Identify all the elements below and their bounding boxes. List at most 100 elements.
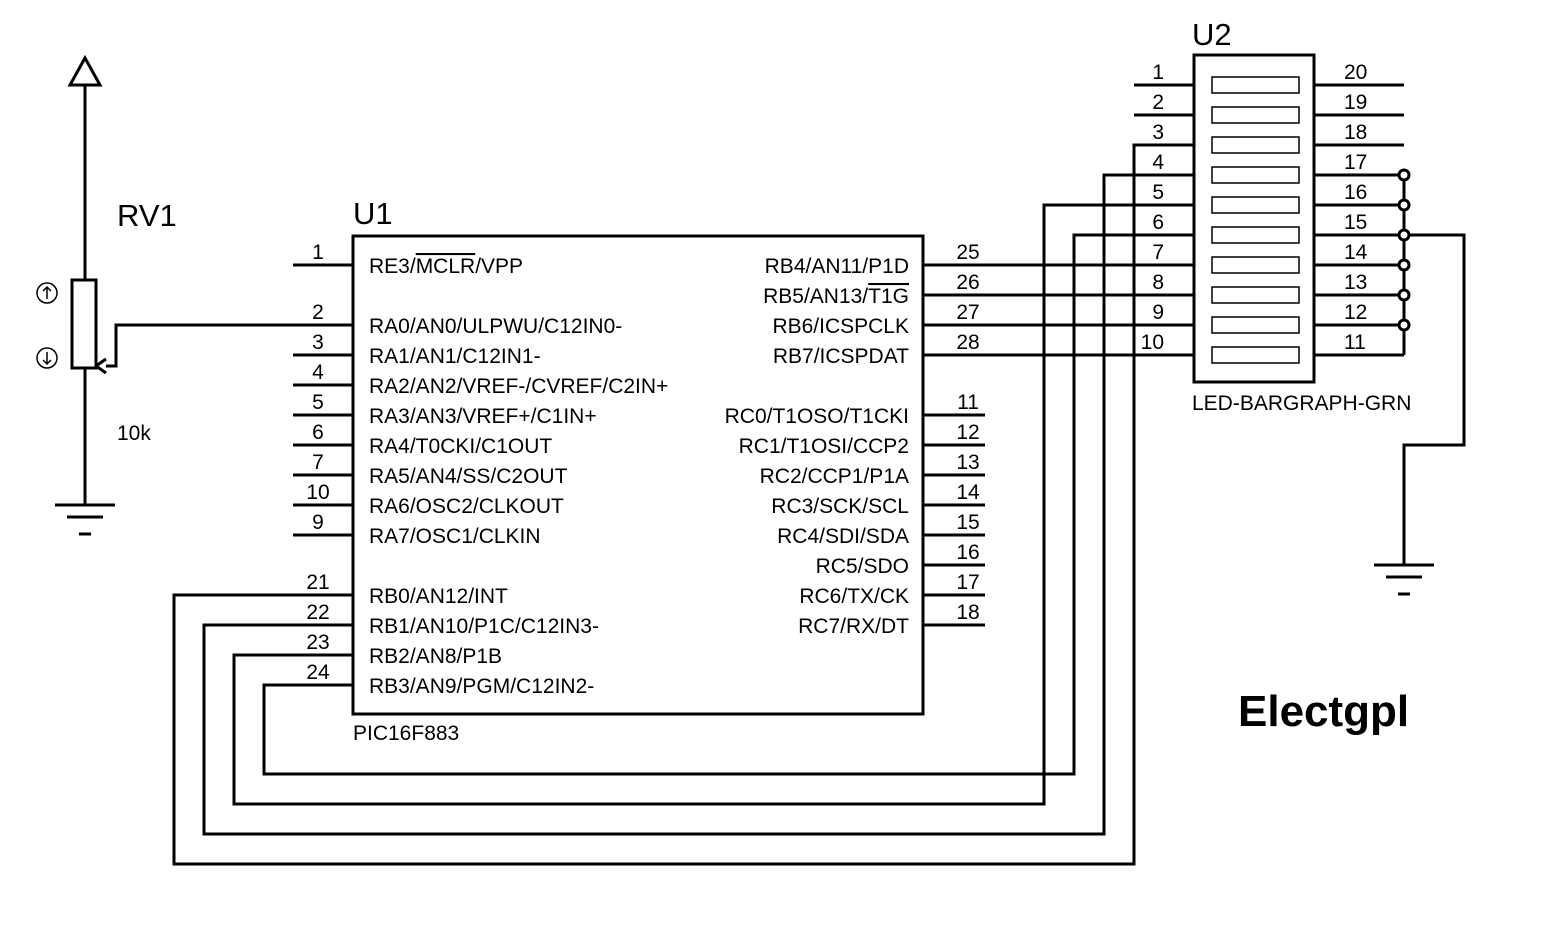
u1-pin-name: RB7/ICSPDAT	[773, 345, 909, 368]
u2-pin-number: 4	[1152, 151, 1164, 174]
u1-pin-name: RC4/SDI/SDA	[777, 525, 909, 548]
u2-common-bus	[1374, 168, 1466, 596]
led-segment	[1211, 76, 1300, 94]
u1-pin-number: 11	[957, 391, 979, 414]
u1-pin-number: 24	[306, 661, 330, 684]
led-segment	[1211, 256, 1300, 274]
pin-name-prefix: RE3/	[369, 255, 416, 278]
u1-pin-number: 22	[306, 601, 329, 624]
u1-pin-name: RB2/AN8/P1B	[369, 645, 502, 668]
brand-watermark: Electgpl	[1238, 687, 1409, 736]
ground-symbol-icon	[55, 503, 115, 536]
led-segment	[1211, 136, 1300, 154]
u1-pin-name: RA4/T0CKI/C1OUT	[369, 435, 552, 458]
u1-pin-name: RE3/MCLR/VPP	[369, 255, 523, 278]
u1-pin-name: RC2/CCP1/P1A	[760, 465, 909, 488]
led-segment	[1211, 346, 1300, 364]
wire-wiper-to-ra0	[106, 323, 353, 368]
u1-pin-name: RB3/AN9/PGM/C12IN2-	[369, 675, 594, 698]
u1-pin-name: RA2/AN2/VREF-/CVREF/C2IN+	[369, 375, 668, 398]
u1-left-pins: 1RE3/MCLR/VPP2RA0/AN0/ULPWU/C12IN0-3RA1/…	[293, 241, 668, 698]
u2-pin-number: 13	[1344, 271, 1367, 294]
u1-pin-number: 9	[312, 511, 324, 534]
decrease-arrow-icon	[36, 347, 58, 369]
wiper-arrow-icon	[95, 357, 107, 375]
junction-dot-icon	[1397, 168, 1411, 182]
u2-ref-label: U2	[1192, 17, 1232, 52]
junction-dot-icon	[1397, 318, 1411, 332]
pin-name-overbar: MCLR	[416, 255, 476, 278]
u1-pin-name: RC1/T1OSI/CCP2	[739, 435, 909, 458]
junction-dot-icon	[1397, 228, 1411, 242]
mcu-u1: U1 PIC16F883 1RE3/MCLR/VPP2RA0/AN0/ULPWU…	[293, 196, 985, 745]
u2-pin-number: 14	[1344, 241, 1368, 264]
u1-pin-number: 28	[956, 331, 979, 354]
u1-pin-name: RB4/AN11/P1D	[765, 255, 909, 278]
u1-pin-name: RA0/AN0/ULPWU/C12IN0-	[369, 315, 622, 338]
u1-pin-number: 16	[956, 541, 979, 564]
junction-dot-icon	[1397, 198, 1411, 212]
u1-pin-name: RA7/OSC1/CLKIN	[369, 525, 541, 548]
u2-part-label: LED-BARGRAPH-GRN	[1192, 392, 1411, 415]
u1-pin-number: 7	[312, 451, 324, 474]
led-segment	[1211, 196, 1300, 214]
u1-pin-number: 25	[956, 241, 979, 264]
rv1-ref-label: RV1	[117, 198, 177, 233]
u1-pin-number: 26	[956, 271, 979, 294]
led-segment	[1211, 166, 1300, 184]
u1-body	[351, 234, 925, 716]
u1-pin-name: RC3/SCK/SCL	[771, 495, 909, 518]
rv1-value-label: 10k	[117, 422, 151, 445]
u1-pin-name: RC0/T1OSO/T1CKI	[725, 405, 909, 428]
u2-pin-number: 16	[1344, 181, 1367, 204]
u2-pin-number: 12	[1344, 301, 1367, 324]
u1-pin-name: RB0/AN12/INT	[369, 585, 508, 608]
u1-pin-number: 10	[306, 481, 329, 504]
u2-pin-number: 17	[1344, 151, 1367, 174]
u1-pin-number: 23	[306, 631, 329, 654]
u1-pin-number: 17	[956, 571, 979, 594]
u1-pin-name: RA3/AN3/VREF+/C1IN+	[369, 405, 597, 428]
u1-pin-number: 4	[312, 361, 324, 384]
potentiometer-body	[70, 278, 98, 370]
u2-pin-number: 15	[1344, 211, 1367, 234]
u1-pin-name: RB1/AN10/P1C/C12IN3-	[369, 615, 599, 638]
u1-pin-name: RA6/OSC2/CLKOUT	[369, 495, 564, 518]
junction-dot-icon	[1397, 258, 1411, 272]
u1-pin-number: 27	[956, 301, 979, 324]
led-segment	[1211, 316, 1300, 334]
u1-pin-name: RB6/ICSPCLK	[772, 315, 909, 338]
u2-pin-number: 19	[1344, 91, 1367, 114]
u2-pin-number: 18	[1344, 121, 1367, 144]
led-segment	[1211, 106, 1300, 124]
u2-pin-number: 5	[1152, 181, 1164, 204]
u2-pin-number: 6	[1152, 211, 1164, 234]
u1-pin-number: 1	[312, 241, 324, 264]
u2-pin-number: 3	[1152, 121, 1164, 144]
u1-ref-label: U1	[353, 196, 393, 231]
u2-led-segments	[1211, 76, 1300, 364]
bus-rb0-rb3	[172, 143, 1194, 866]
u1-pin-name: RA5/AN4/SS/C2OUT	[369, 465, 568, 488]
led-segment	[1211, 286, 1300, 304]
bus-rb4-rb7	[985, 263, 1194, 357]
u2-pin-number: 2	[1152, 91, 1164, 114]
u1-pin-number: 18	[956, 601, 979, 624]
pin-name-suffix: /VPP	[475, 255, 523, 278]
power-terminal-icon	[67, 54, 103, 87]
u2-pin-number: 10	[1141, 331, 1164, 354]
pin-name-prefix: RB5/AN13/	[763, 285, 868, 308]
u1-pin-name: RC5/SDO	[816, 555, 909, 578]
u1-pin-number: 13	[956, 451, 979, 474]
u2-pin-number: 7	[1152, 241, 1164, 264]
u2-pin-number: 20	[1344, 61, 1367, 84]
u2-pin-number: 8	[1152, 271, 1164, 294]
u1-pin-name: RB5/AN13/T1G	[763, 285, 909, 308]
led-segment	[1211, 226, 1300, 244]
u1-pin-number: 21	[306, 571, 329, 594]
